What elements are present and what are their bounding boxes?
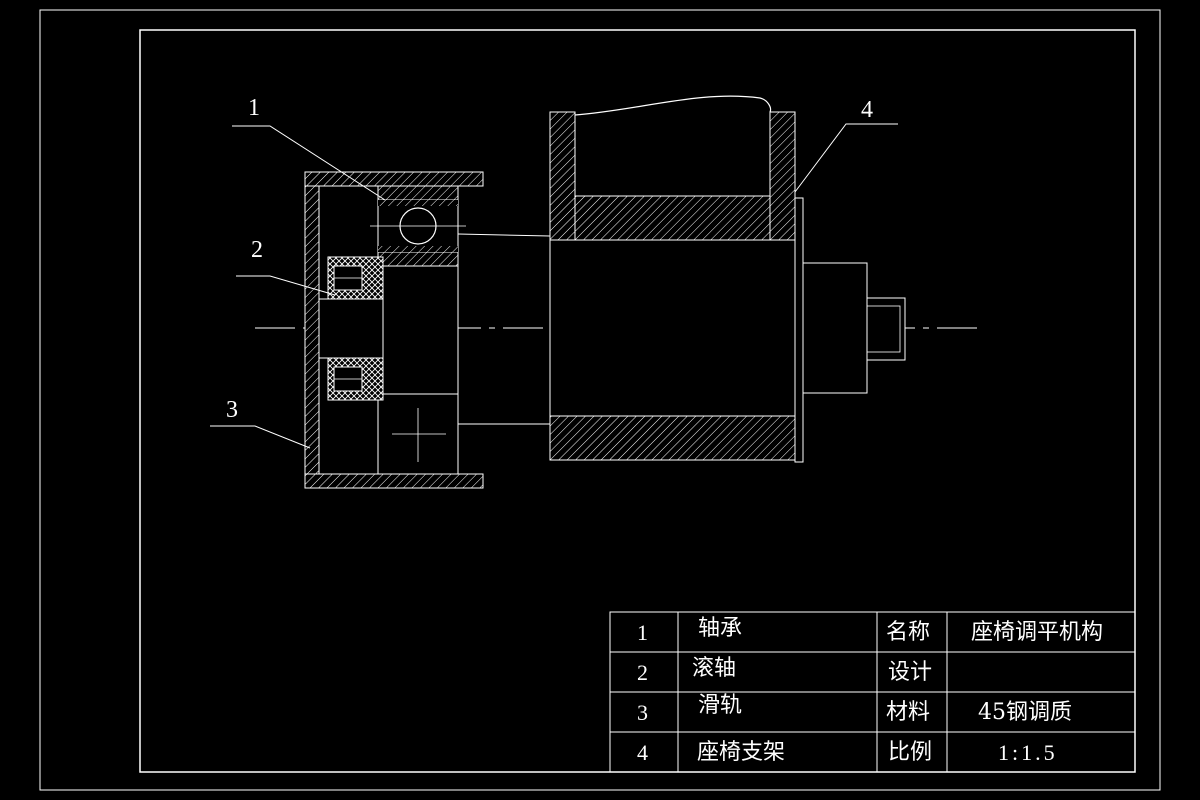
roller-part: [318, 256, 384, 401]
value-scale: 1:1.5: [998, 740, 1058, 765]
value-material: 45钢调质: [978, 700, 1072, 725]
part-no-1: 1: [637, 620, 648, 645]
label-name: 名称: [886, 620, 931, 645]
label-material: 材料: [886, 700, 931, 725]
callout-2: 2: [251, 237, 263, 263]
callout-3: 3: [226, 397, 238, 423]
part-no-3: 3: [637, 700, 648, 725]
part-no-2: 2: [637, 660, 648, 685]
label-design: 设计: [888, 660, 933, 685]
outer-border: [39, 9, 1161, 791]
callout-4: 4: [861, 97, 873, 123]
part-name-1: 轴承: [698, 616, 743, 641]
value-name: 座椅调平机构: [971, 620, 1104, 645]
part-no-4: 4: [637, 740, 648, 765]
leader-lines: [210, 123, 898, 449]
part-name-4: 座椅支架: [697, 740, 786, 765]
callout-1: 1: [248, 95, 260, 121]
label-scale: 比例: [888, 740, 933, 765]
part-name-3: 滑轨: [698, 693, 743, 718]
rail-part: [304, 171, 484, 489]
bearing-part: [370, 185, 466, 475]
title-block-grid: [609, 611, 1136, 773]
seat-bracket-part: [549, 95, 906, 463]
part-name-2: 滚轴: [692, 656, 737, 681]
